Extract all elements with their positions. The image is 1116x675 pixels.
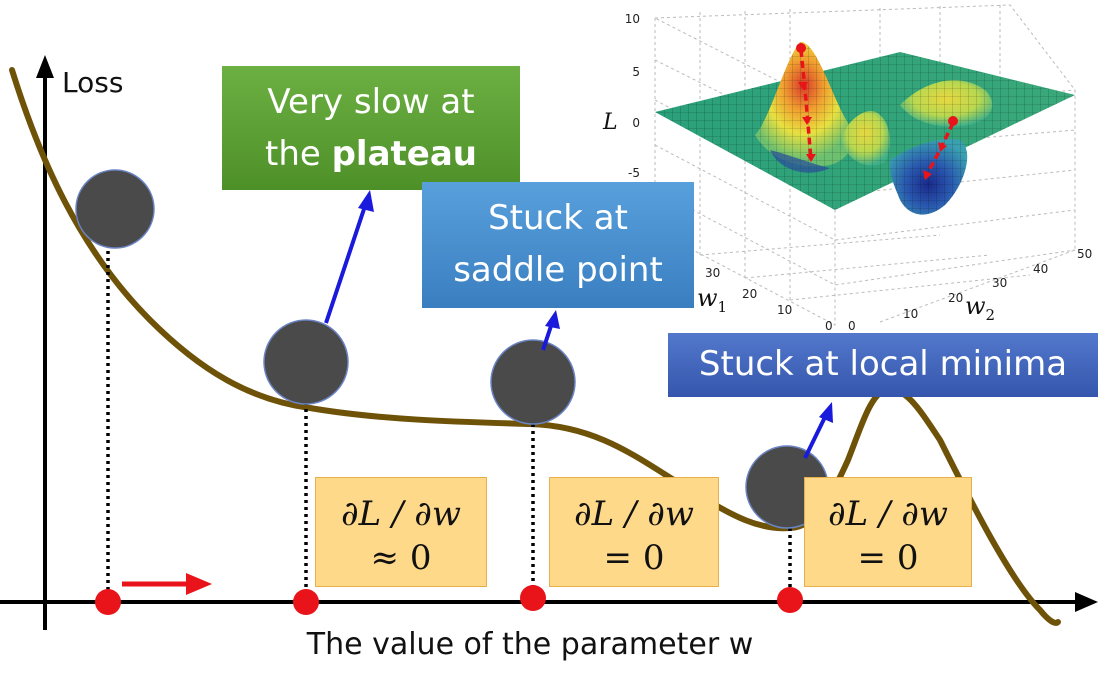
derivative-box-saddle: ∂L / ∂w = 0 (549, 477, 719, 587)
derivative-box-plateau: ∂L / ∂w ≈ 0 (315, 477, 487, 587)
x-axis-label: The value of the parameter w (306, 627, 753, 662)
z-tick-0: 0 (632, 116, 640, 130)
drop-lines (106, 244, 792, 598)
derivative-saddle-value: = 0 (603, 538, 665, 578)
derivative-saddle-expr: ∂L / ∂w (574, 494, 694, 534)
ball-start (75, 169, 155, 249)
w1-tick-10: 10 (777, 303, 792, 317)
callout-saddle: Stuck at saddle point (422, 182, 694, 308)
callout-plateau-line2-prefix: the (264, 134, 332, 174)
derivative-local-min-expr: ∂L / ∂w (828, 494, 948, 534)
callout-plateau: Very slow at the plateau (222, 66, 520, 190)
w2-tick-20: 20 (948, 291, 963, 305)
marker-3 (520, 585, 546, 611)
pointer-arrow-plateau (324, 190, 374, 324)
marker-1 (95, 589, 121, 615)
callout-saddle-line2: saddle point (453, 250, 663, 290)
derivative-plateau-expr: ∂L / ∂w (341, 494, 461, 534)
w1-axis-label: w1 (697, 284, 727, 316)
derivative-plateau-value: ≈ 0 (370, 538, 432, 578)
pointer-arrow-local-min (803, 402, 833, 459)
pointer-arrow-saddle (541, 310, 560, 351)
callout-local-min-text: Stuck at local minima (698, 344, 1068, 384)
marker-4 (777, 587, 803, 613)
descent-start-1 (796, 43, 806, 53)
direction-arrow (122, 573, 212, 595)
w1-tick-0: 0 (825, 319, 833, 333)
y-axis-arrowhead (36, 55, 54, 78)
derivative-local-min-value: = 0 (857, 538, 919, 578)
x-axis-arrowhead (1075, 592, 1098, 612)
z-tick-10: 10 (625, 12, 640, 26)
descent-path-1 (799, 49, 813, 161)
z-tick-minus5: -5 (628, 166, 640, 180)
w2-tick-40: 40 (1033, 262, 1048, 276)
callout-local-min: Stuck at local minima (668, 333, 1098, 397)
w2-tick-30: 30 (992, 276, 1007, 290)
callout-plateau-line2-bold: plateau (331, 134, 477, 174)
y-axis-label: Loss (62, 66, 123, 99)
marker-2 (293, 589, 319, 615)
w2-axis-label: w2 (965, 292, 995, 324)
w1-tick-30: 30 (705, 266, 720, 280)
callout-plateau-line1: Very slow at (267, 82, 475, 122)
w2-tick-10: 10 (903, 307, 918, 321)
surface-plot: 10 5 0 -5 L 30 20 10 0 w1 0 10 20 30 40 … (602, 4, 1092, 333)
w2-tick-0: 0 (848, 319, 856, 333)
derivative-box-local-min: ∂L / ∂w = 0 (804, 477, 972, 587)
z-tick-5: 5 (632, 65, 640, 79)
w1-tick-20: 20 (742, 287, 757, 301)
descent-start-2 (948, 116, 958, 126)
z-axis-label: L (602, 110, 618, 135)
callout-saddle-line1: Stuck at (488, 198, 628, 238)
ball-plateau (263, 319, 349, 405)
w2-tick-50: 50 (1077, 247, 1092, 261)
ball-saddle (490, 339, 576, 425)
